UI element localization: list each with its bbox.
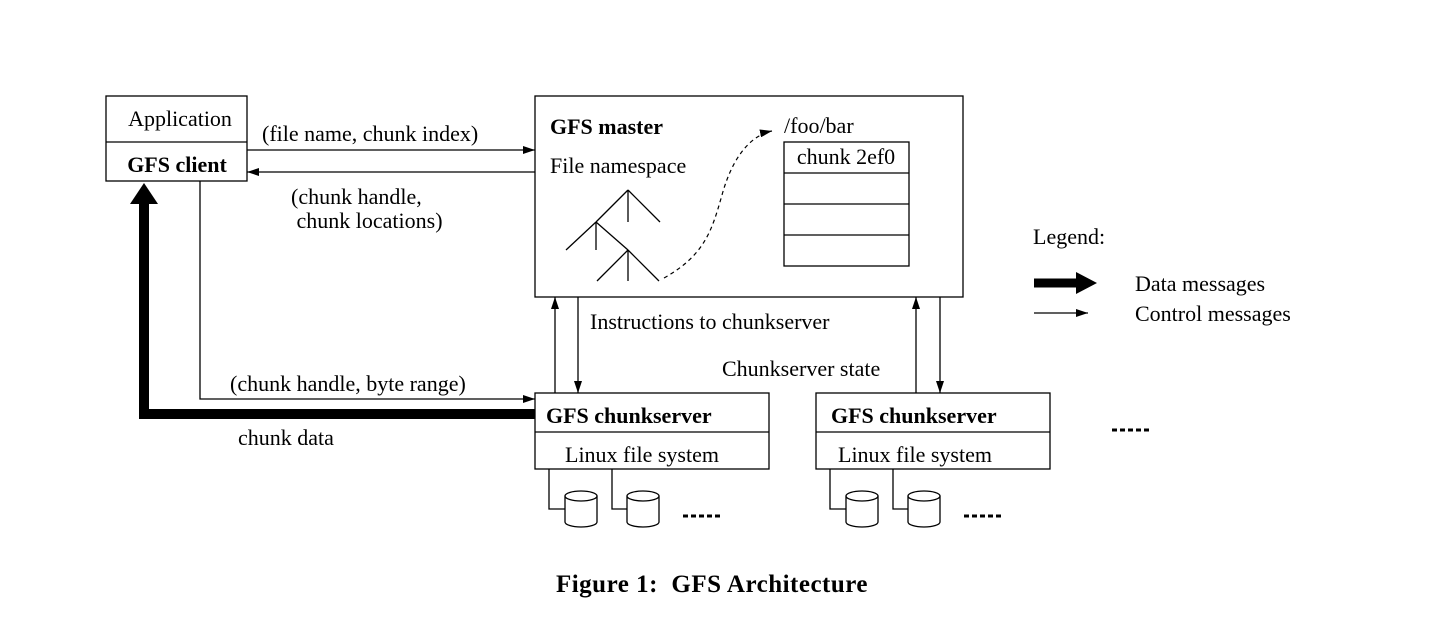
chunk-data-arrow bbox=[130, 183, 535, 419]
master-title: GFS master bbox=[550, 114, 663, 139]
application-label: Application bbox=[128, 106, 232, 131]
file-request-label: (file name, chunk index) bbox=[262, 121, 478, 146]
chunkserver-node: GFS chunkserver Linux file system bbox=[534, 392, 770, 528]
byte-range-label: (chunk handle, byte range) bbox=[230, 371, 466, 396]
disk-connectors bbox=[829, 469, 908, 510]
figure-caption: Figure 1: GFS Architecture bbox=[556, 571, 868, 598]
disk-icon bbox=[845, 490, 879, 528]
client-node: Application GFS client bbox=[105, 95, 248, 182]
chunk-data-label: chunk data bbox=[238, 425, 334, 450]
chunkserver-node: GFS chunkserver Linux file system bbox=[815, 392, 1051, 528]
disk-connectors bbox=[548, 469, 627, 510]
chunkserver-title: GFS chunkserver bbox=[546, 403, 712, 428]
reply-label-line1: (chunk handle, bbox=[291, 184, 422, 209]
path-label: /foo/bar bbox=[784, 113, 854, 138]
legend: Legend: Data messages Control messages bbox=[1033, 224, 1291, 326]
legend-data-messages: Data messages bbox=[1135, 271, 1265, 296]
master-node: GFS master File namespace /foo/bar chunk… bbox=[534, 95, 964, 298]
legend-title: Legend: bbox=[1033, 224, 1105, 249]
instructions-label: Instructions to chunkserver bbox=[590, 309, 830, 334]
chunkserver-box bbox=[815, 392, 1051, 470]
chunkserver-fs-label: Linux file system bbox=[838, 442, 992, 467]
chunkserver-title: GFS chunkserver bbox=[831, 403, 997, 428]
namespace-tree-icon bbox=[565, 189, 661, 282]
namespace-label: File namespace bbox=[550, 153, 686, 178]
legend-control-messages: Control messages bbox=[1135, 301, 1291, 326]
gfs-client-label: GFS client bbox=[127, 152, 227, 177]
disk-icon bbox=[907, 490, 941, 528]
disk-icon bbox=[564, 490, 598, 528]
chunk-table: chunk 2ef0 bbox=[783, 141, 910, 267]
disk-icon bbox=[626, 490, 660, 528]
byte-range-request-arrow bbox=[199, 181, 535, 403]
reply-label-line2: chunk locations) bbox=[291, 208, 443, 233]
client-box bbox=[105, 95, 248, 182]
chunk-label: chunk 2ef0 bbox=[797, 144, 895, 169]
data-message-arrow-icon bbox=[1034, 272, 1097, 294]
chunkserver-box bbox=[534, 392, 770, 470]
chunkserver-state-label: Chunkserver state bbox=[722, 356, 880, 381]
chunkserver-fs-label: Linux file system bbox=[565, 442, 719, 467]
